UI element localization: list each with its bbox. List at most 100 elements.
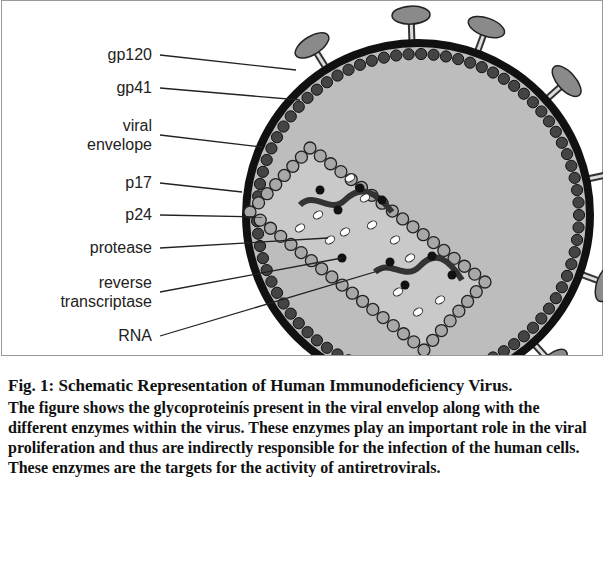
part-label: RNA xyxy=(32,326,152,345)
p24-bead xyxy=(427,334,439,346)
p17-bead xyxy=(550,126,561,137)
rna-strand xyxy=(375,258,462,280)
p24-bead xyxy=(346,287,358,299)
p17-bead xyxy=(509,80,520,91)
p24-bead xyxy=(367,303,379,315)
p17-bead xyxy=(391,50,402,61)
p24-bead xyxy=(326,271,338,283)
p24-bead xyxy=(458,260,470,272)
p17-bead xyxy=(573,197,584,208)
p17-bead xyxy=(266,276,277,287)
p17-bead xyxy=(332,70,343,81)
protease xyxy=(434,294,446,305)
part-label: gp120 xyxy=(32,45,152,64)
reverse-transcriptase xyxy=(401,281,410,290)
p17-bead xyxy=(252,228,263,239)
leader-lines xyxy=(160,55,388,336)
p17-bead xyxy=(332,349,343,355)
p17-bead xyxy=(487,352,498,355)
reverse-transcriptase xyxy=(386,258,395,267)
part-label: gp41 xyxy=(32,78,152,97)
p17-bead xyxy=(366,55,377,66)
p17-bead xyxy=(257,253,268,264)
protease xyxy=(312,209,324,220)
p17-bead xyxy=(509,339,520,350)
p24-bead xyxy=(304,142,316,154)
p17-bead xyxy=(550,293,561,304)
part-label: viral envelope xyxy=(80,116,152,154)
p24-bead xyxy=(325,158,337,170)
p17-bead xyxy=(527,97,538,108)
p24-bead xyxy=(335,166,347,178)
p17-bead xyxy=(403,49,414,60)
p24-bead xyxy=(444,315,456,327)
p24-bead xyxy=(314,150,326,162)
gp120-knob xyxy=(532,344,572,355)
protease xyxy=(344,172,356,183)
p17-bead xyxy=(311,84,322,95)
p17-bead xyxy=(354,59,365,70)
p17-bead xyxy=(573,209,584,220)
p24-bead xyxy=(418,344,430,355)
viral-envelope xyxy=(246,43,590,355)
reverse-transcriptase xyxy=(428,252,437,261)
reverse-transcriptase xyxy=(334,206,343,215)
p17-bead xyxy=(566,160,577,171)
protease xyxy=(339,226,351,237)
p17-bead xyxy=(311,335,322,346)
gp120-knob xyxy=(547,61,586,101)
p17-bead xyxy=(271,287,282,298)
p24-bead xyxy=(387,320,399,332)
p17-bead xyxy=(302,92,313,103)
p17-bead xyxy=(518,331,529,342)
p17-bead xyxy=(527,322,538,333)
p24-bead xyxy=(428,237,440,249)
protease xyxy=(366,219,378,230)
part-label: p24 xyxy=(32,205,152,224)
p17-bead xyxy=(257,166,268,177)
p24-bead xyxy=(479,276,491,288)
p24-bead xyxy=(438,244,450,256)
p17-bead xyxy=(428,49,439,60)
p17-bead xyxy=(573,222,584,233)
p24-bead xyxy=(295,247,307,259)
p17-bead xyxy=(321,342,332,353)
p17-bead xyxy=(536,313,547,324)
figure-caption: Fig. 1: Schematic Representation of Huma… xyxy=(8,376,593,396)
p24-bead xyxy=(264,222,276,234)
p17-bead xyxy=(556,282,567,293)
rna-strand xyxy=(300,191,392,212)
p24-bead xyxy=(398,328,410,340)
protease xyxy=(294,222,306,233)
p24-bead xyxy=(397,213,409,225)
p17-bead xyxy=(416,48,427,59)
reverse-transcriptase xyxy=(316,186,325,195)
protease xyxy=(412,306,424,317)
p17-bead xyxy=(561,270,572,281)
p17-bead xyxy=(343,64,354,75)
p24-bead xyxy=(469,268,481,280)
figure-note: The figure shows the glycoproteinís pres… xyxy=(8,398,598,478)
reverse-transcriptase xyxy=(356,184,365,193)
p17-bead xyxy=(569,172,580,183)
gp120-knob xyxy=(465,12,507,42)
p24-bead xyxy=(316,263,328,275)
p17-bead xyxy=(465,57,476,68)
p17-bead xyxy=(543,116,554,127)
p17-bead xyxy=(343,355,354,356)
p17-bead xyxy=(566,259,577,270)
gp120-knob xyxy=(591,262,603,304)
p17-bead xyxy=(556,137,567,148)
p24-bead xyxy=(462,295,474,307)
p17-bead xyxy=(453,53,464,64)
p17-bead xyxy=(487,67,498,78)
p24-bead xyxy=(435,325,447,337)
gp120-knob xyxy=(601,153,603,194)
capsid-core xyxy=(250,148,485,350)
part-label: reverse transcriptase xyxy=(50,273,152,311)
p17-bead xyxy=(476,62,487,73)
protease xyxy=(324,234,336,245)
virus-body xyxy=(244,5,603,355)
p17-bead xyxy=(271,132,282,143)
